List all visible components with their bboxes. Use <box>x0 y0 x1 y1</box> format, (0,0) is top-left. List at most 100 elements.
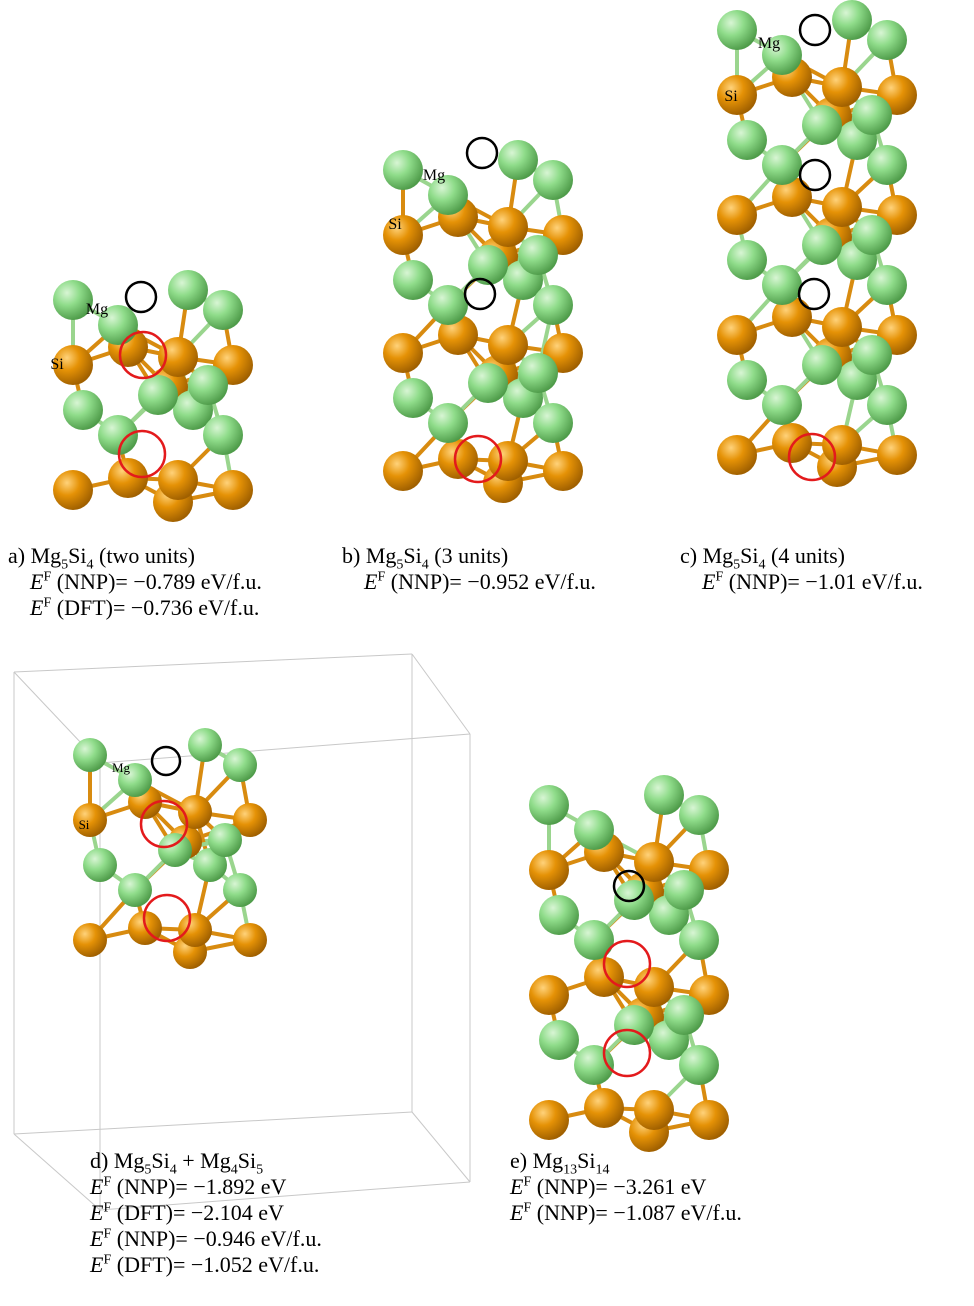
subscript: 4 <box>421 557 429 573</box>
mg-atom <box>852 95 892 135</box>
superscript: F <box>43 595 52 611</box>
mg-atom <box>574 810 614 850</box>
energy-line: EF (DFT)= −1.052 eV/f.u. <box>90 1252 322 1278</box>
mg-atom <box>428 285 468 325</box>
mg-atom <box>223 748 257 782</box>
mg-atom <box>717 10 757 50</box>
title-text: (two units) <box>93 543 195 568</box>
si-atom <box>529 1100 569 1140</box>
vacancy-ring <box>124 280 158 314</box>
subscript: 4 <box>86 557 94 573</box>
energy-symbol: E <box>364 569 378 594</box>
subscript: 5 <box>61 557 69 573</box>
energy-line: EF (NNP)= −0.789 eV/f.u. <box>8 569 262 595</box>
si-atom <box>689 1100 729 1140</box>
cell-edge <box>99 733 471 764</box>
si-atom <box>383 333 423 373</box>
si-atom <box>822 425 862 465</box>
si-atom <box>488 207 528 247</box>
energy-line: EF (NNP)= −1.087 eV/f.u. <box>510 1200 742 1226</box>
mg-atom <box>664 870 704 910</box>
caption-title: a) Mg5Si4 (two units) <box>8 543 262 573</box>
highlight-ring <box>602 939 652 989</box>
energy-line: EF (NNP)= −0.946 eV/f.u. <box>90 1226 322 1252</box>
si-atom <box>877 435 917 475</box>
caption-title: c) Mg5Si4 (4 units) <box>680 543 923 573</box>
mg-atom <box>533 160 573 200</box>
mg-atom <box>533 285 573 325</box>
vacancy-ring <box>798 158 832 192</box>
si-atom <box>772 177 812 217</box>
energy-value: (NNP)= −1.01 eV/f.u. <box>723 569 923 594</box>
cell-edge <box>13 653 413 673</box>
si-atom <box>717 435 757 475</box>
energy-value: (NNP)= −1.892 eV <box>111 1174 287 1199</box>
si-atom <box>488 325 528 365</box>
energy-symbol: E <box>90 1252 104 1277</box>
mg-atom <box>644 775 684 815</box>
si-atom <box>158 460 198 500</box>
si-atom <box>717 195 757 235</box>
si-atom <box>634 1090 674 1130</box>
mg-atom <box>539 895 579 935</box>
energy-symbol: E <box>30 569 44 594</box>
caption-a: a) Mg5Si4 (two units)EF (NNP)= −0.789 eV… <box>8 543 262 621</box>
title-text: Si <box>577 1148 596 1173</box>
highlight-ring <box>787 432 837 482</box>
si-atom <box>438 439 478 479</box>
energy-line: EF (NNP)= −0.952 eV/f.u. <box>342 569 596 595</box>
vacancy-ring <box>150 745 182 777</box>
title-text: Si <box>403 543 422 568</box>
vacancy-ring <box>463 277 497 311</box>
mg-atom <box>203 415 243 455</box>
highlight-ring <box>139 799 189 849</box>
caption-c: c) Mg5Si4 (4 units)EF (NNP)= −1.01 eV/f.… <box>680 543 923 595</box>
si-label: Si <box>388 216 402 233</box>
energy-symbol: E <box>90 1226 104 1251</box>
si-atom <box>529 850 569 890</box>
si-atom <box>233 923 267 957</box>
subscript: 4 <box>758 557 766 573</box>
mg-atom <box>98 305 138 345</box>
highlight-ring <box>142 893 192 943</box>
si-atom <box>634 842 674 882</box>
mg-atom <box>832 0 872 40</box>
mg-label: Mg <box>758 35 780 52</box>
title-text: a) Mg <box>8 543 62 568</box>
mg-atom <box>383 150 423 190</box>
subscript: 4 <box>169 1162 177 1178</box>
cell-edge <box>411 653 471 735</box>
mg-atom <box>802 105 842 145</box>
si-atom <box>717 75 757 115</box>
mg-atom <box>193 848 227 882</box>
mg-atom <box>73 738 107 772</box>
mg-atom <box>867 20 907 60</box>
si-atom <box>772 423 812 463</box>
si-atom <box>634 967 674 1007</box>
si-atom <box>53 470 93 510</box>
title-text: d) Mg <box>90 1148 145 1173</box>
si-label: Si <box>50 356 64 373</box>
si-atom <box>822 67 862 107</box>
si-label: Si <box>79 817 90 832</box>
mg-atom <box>679 1045 719 1085</box>
highlight-ring <box>118 330 168 380</box>
cell-edge <box>99 1181 471 1211</box>
superscript: F <box>103 1226 112 1242</box>
subscript: 5 <box>733 557 741 573</box>
mg-atom <box>498 140 538 180</box>
title-text: (4 units) <box>765 543 845 568</box>
superscript: F <box>715 569 724 585</box>
vacancy-ring <box>465 136 499 170</box>
mg-atom <box>574 920 614 960</box>
title-text: e) Mg <box>510 1148 564 1173</box>
mg-atom <box>518 235 558 275</box>
caption-title: e) Mg13Si14 <box>510 1148 742 1177</box>
energy-symbol: E <box>510 1174 524 1199</box>
mg-atom <box>802 225 842 265</box>
caption-title: d) Mg5Si4 + Mg4Si5 <box>90 1148 322 1178</box>
